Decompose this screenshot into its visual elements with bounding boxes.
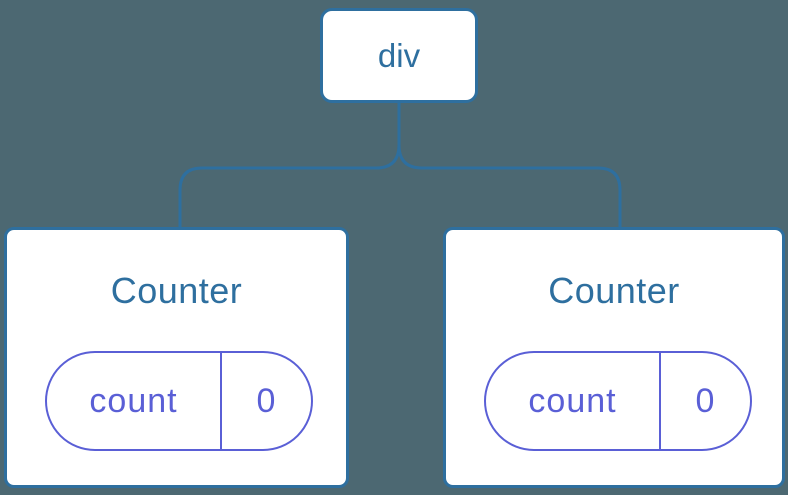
state-pill: count 0	[484, 351, 752, 451]
state-key-label: count	[47, 353, 222, 449]
counter-node-left: Counter count 0	[4, 227, 349, 488]
counter-node-title: Counter	[548, 270, 680, 311]
root-node: div	[320, 8, 478, 103]
connector-left-branch	[178, 101, 401, 229]
counter-node-right: Counter count 0	[443, 227, 785, 488]
root-node-label: div	[377, 36, 421, 74]
counter-node-title: Counter	[110, 270, 243, 311]
state-value: 0	[256, 381, 277, 420]
connector-right-branch	[397, 101, 622, 229]
state-pill: count 0	[45, 351, 313, 451]
state-key-label: count	[486, 353, 661, 449]
state-value: 0	[695, 381, 716, 420]
